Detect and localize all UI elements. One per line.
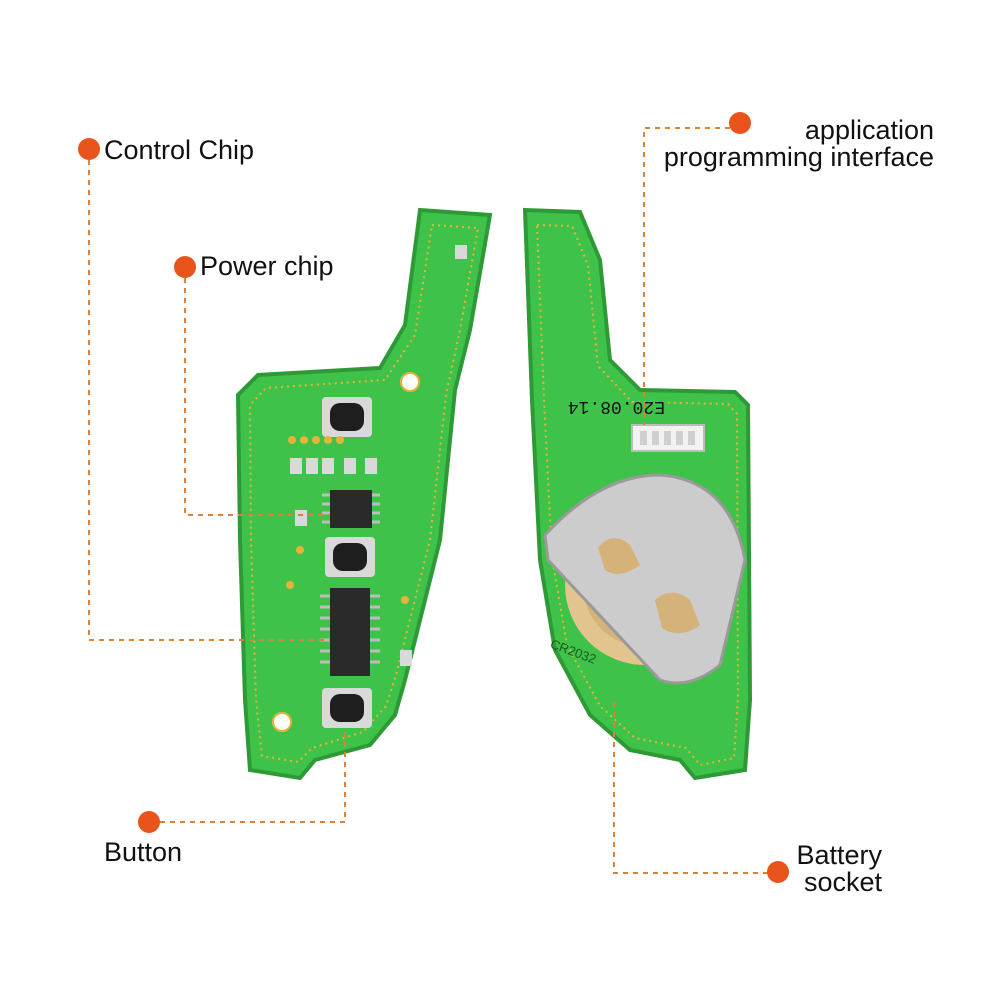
api-dot (729, 112, 751, 134)
power-chip (322, 490, 380, 528)
button-dot (138, 811, 160, 833)
api-label-line1: application (804, 115, 934, 145)
programming-connector (631, 424, 705, 452)
button-switch-middle (325, 537, 375, 577)
leader-lines (88, 127, 778, 874)
api-label-line2: programming interface (663, 142, 934, 172)
battery-label-line1: Battery (796, 840, 882, 870)
button-switch-top (322, 397, 372, 437)
battery-dot (767, 861, 789, 883)
battery-socket (543, 473, 747, 685)
control-chip (320, 588, 380, 676)
battery-label-line2: socket (803, 867, 882, 897)
board-code-text: E20.08.14 (568, 396, 665, 416)
smd-components (290, 245, 467, 666)
right-pcb-board: E20.08.14 CR2032 (522, 207, 753, 781)
left-pcb-board (235, 207, 493, 781)
power-chip-label: Power chip (200, 251, 334, 281)
button-switch-bottom (322, 688, 372, 728)
button-label: Button (104, 837, 183, 867)
power-chip-dot (174, 256, 196, 278)
control-chip-dot (78, 138, 100, 160)
control-chip-label: Control Chip (104, 135, 255, 165)
